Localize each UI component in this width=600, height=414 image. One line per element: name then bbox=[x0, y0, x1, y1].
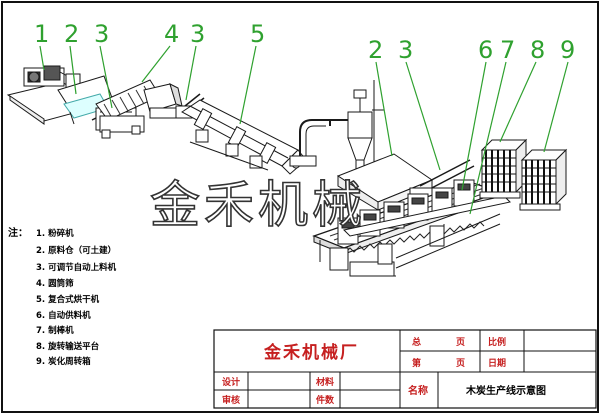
callout-2: 2 bbox=[64, 20, 79, 48]
tb-page-unit: 页 bbox=[456, 358, 465, 369]
legend-item-8: 8. 旋转输送平台 bbox=[36, 341, 100, 352]
legend-item-4: 4. 圆筒筛 bbox=[36, 278, 74, 289]
legend-item-7: 7. 制棒机 bbox=[36, 325, 74, 336]
callout-5: 5 bbox=[250, 20, 265, 48]
callout-2b: 2 bbox=[368, 36, 383, 64]
tb-total-label: 总 bbox=[412, 336, 421, 348]
legend-item-9: 9. 炭化周转箱 bbox=[36, 356, 91, 367]
machine-motor-box bbox=[143, 83, 183, 119]
callout-leaders bbox=[39, 45, 569, 215]
legend-item-1: 1. 粉碎机 bbox=[36, 228, 74, 239]
legend-title: 注： bbox=[8, 226, 28, 239]
tb-total-unit: 页 bbox=[456, 337, 465, 348]
callout-9: 9 bbox=[560, 36, 575, 64]
machine-carbonization-boxes bbox=[479, 138, 568, 211]
watermark-text: 金禾机械 bbox=[150, 176, 366, 234]
crate-left bbox=[479, 138, 528, 199]
company-name: 金禾机械厂 bbox=[263, 342, 359, 363]
machine-cyclone-duct bbox=[289, 80, 384, 175]
tb-scale-label: 比例 bbox=[488, 336, 506, 348]
machines bbox=[6, 65, 568, 277]
tb-material-label: 材料 bbox=[315, 376, 334, 388]
tb-review-label: 审核 bbox=[222, 394, 240, 406]
callout-8: 8 bbox=[530, 36, 545, 64]
machine-rotary-dryer bbox=[181, 99, 307, 175]
callout-4: 4 bbox=[164, 20, 179, 48]
callout-numbers: 1 2 3 4 3 5 2 3 6 7 8 9 bbox=[34, 20, 575, 64]
callout-1: 1 bbox=[34, 20, 49, 48]
tb-name-label: 名称 bbox=[408, 384, 428, 397]
callout-3b: 3 bbox=[190, 20, 205, 48]
machine-rod-machines-platform bbox=[312, 179, 512, 277]
title-block: 金禾机械厂 总 页 比例 第 页 日期 设计 材料 审核 件数 名称 木炭生产线… bbox=[213, 329, 597, 409]
tb-page-label: 第 bbox=[412, 357, 421, 369]
legend-item-6: 6. 自动供料机 bbox=[36, 310, 91, 321]
legend-item-5: 5. 复合式烘干机 bbox=[36, 294, 100, 305]
drawing-title: 木炭生产线示意图 bbox=[465, 384, 546, 397]
crate-right bbox=[519, 148, 568, 211]
callout-3c: 3 bbox=[398, 36, 413, 64]
callout-6: 6 bbox=[478, 36, 493, 64]
tb-date-label: 日期 bbox=[488, 357, 506, 369]
legend: 注： 1. 粉碎机 2. 原料仓（可土建） 3. 可调节自动上料机 4. 圆筒筛… bbox=[8, 226, 117, 367]
legend-item-2: 2. 原料仓（可土建） bbox=[36, 245, 116, 256]
legend-item-3: 3. 可调节自动上料机 bbox=[36, 262, 117, 273]
tb-pieces-label: 件数 bbox=[316, 394, 335, 406]
tb-design-label: 设计 bbox=[222, 376, 240, 388]
callout-3: 3 bbox=[94, 20, 109, 48]
callout-7: 7 bbox=[500, 36, 515, 64]
